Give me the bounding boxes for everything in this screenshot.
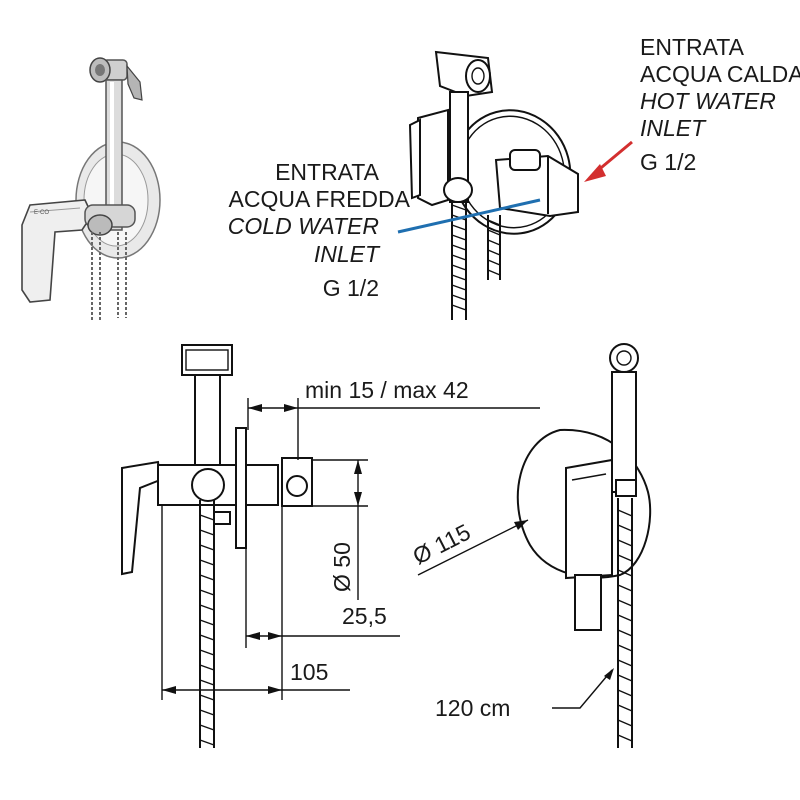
dim-body-diameter: Ø 50 <box>329 542 355 592</box>
hot-inlet-line3: HOT WATER <box>640 88 776 114</box>
cold-inlet-line4: INLET <box>314 241 381 267</box>
perspective-drawing <box>408 50 579 320</box>
cold-inlet-label: ENTRATA ACQUA FREDDA COLD WATER INLET G … <box>228 159 411 301</box>
side-view <box>121 344 540 748</box>
dim-hose-length: 120 cm <box>435 695 510 721</box>
blue-arrow-icon <box>397 198 541 234</box>
dim-plate-diameter: Ø 115 <box>408 519 474 570</box>
hot-inlet-line4: INLET <box>640 115 707 141</box>
dim-depth-range: min 15 / max 42 <box>305 377 469 403</box>
red-arrow-icon <box>584 140 633 182</box>
cold-inlet-line2: ACQUA FREDDA <box>229 186 411 212</box>
front-view <box>417 343 652 748</box>
dim-offset: 25,5 <box>342 603 387 629</box>
cold-inlet-thread: G 1/2 <box>323 275 379 301</box>
cold-inlet-line3: COLD WATER <box>228 213 379 239</box>
cold-inlet-line1: ENTRATA <box>275 159 380 185</box>
product-photo: E·CO <box>15 30 195 330</box>
hot-inlet-thread: G 1/2 <box>640 149 696 175</box>
hot-inlet-label: ENTRATA ACQUA CALDA HOT WATER INLET G 1/… <box>640 34 800 175</box>
dim-overall-length: 105 <box>290 659 328 685</box>
svg-text:E·CO: E·CO <box>34 210 49 216</box>
hot-inlet-line2: ACQUA CALDA <box>640 61 800 87</box>
hot-inlet-line1: ENTRATA <box>640 34 745 60</box>
